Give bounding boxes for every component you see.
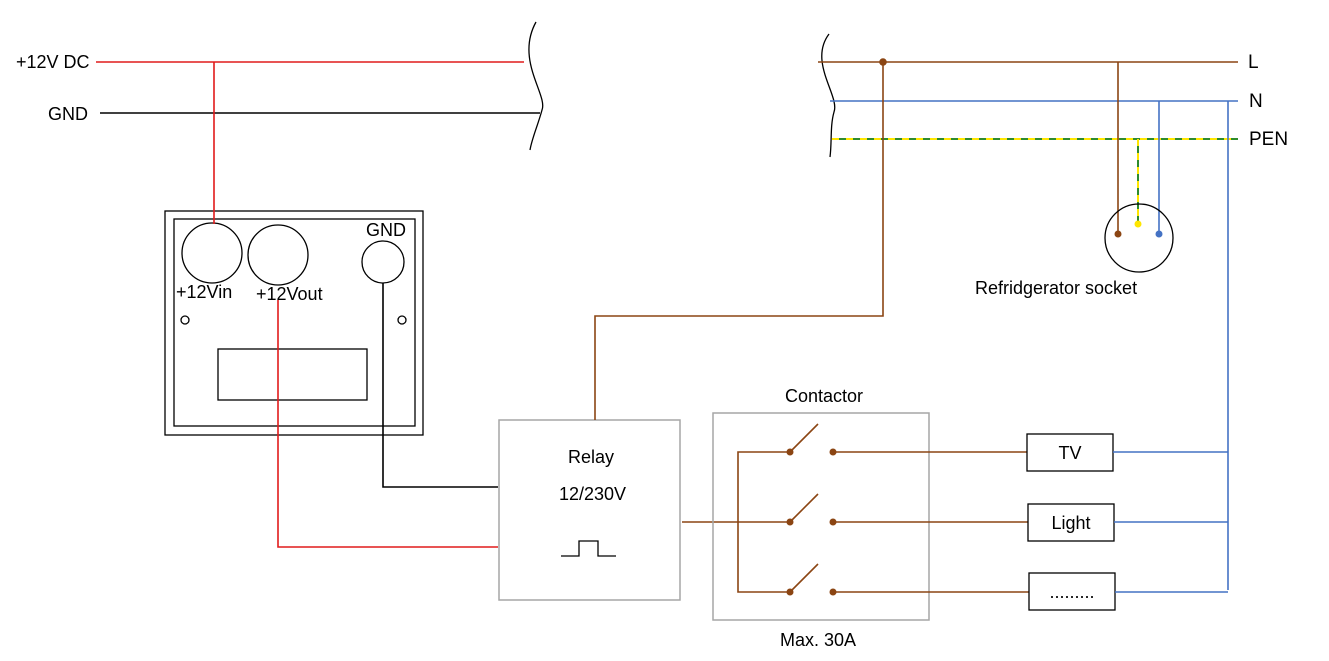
break-mark-mains [821,33,836,158]
terminal-out-label: +12Vout [256,284,323,304]
dc-positive-label: +12V DC [16,52,90,72]
load-box [1028,572,1116,611]
switch-pivot-terminal [786,518,794,526]
load-box [1027,503,1115,542]
contactor-common-bus [737,451,790,593]
mounting-hole-right [397,315,407,325]
dc-ground-label: GND [48,104,88,124]
load-label: ......... [1049,582,1094,602]
load: Light [1027,503,1228,542]
panel-device: +12Vin +12Vout GND [164,210,424,436]
relay-title: Relay [568,447,614,467]
contactor-max-label: Max. 30A [780,630,856,650]
socket-neutral-pin [1155,230,1163,238]
device-display [217,348,368,401]
mains-supply: L N PEN [818,33,1288,158]
socket-pen-pin [1134,220,1142,228]
relay-rating: 12/230V [559,484,626,504]
dc-supply: +12V DC GND [16,21,544,151]
pen-label: PEN [1249,129,1288,150]
wire-device-out-to-relay [277,300,498,548]
relay: Relay 12/230V [498,419,681,601]
contactor-switches [786,423,1029,596]
wire-device-gnd-to-relay [382,283,498,488]
device-outer-frame [164,210,424,436]
switch-group [786,563,1029,596]
load: TV [1026,433,1228,472]
contactor-box [712,412,930,621]
load-label: Light [1051,513,1090,533]
terminal-in [181,222,243,284]
switch-contact-icon [789,563,819,593]
switch-contact-icon [789,423,819,453]
load-box [1026,433,1114,472]
refrigerator-socket: Refridgerator socket [975,62,1174,298]
load-label: TV [1058,443,1081,463]
socket-live-pin [1114,230,1122,238]
terminal-gnd-label: GND [366,220,406,240]
wire-live-to-relay [594,62,884,420]
switch-group [786,493,1028,526]
terminal-in-label: +12Vin [176,282,232,302]
socket-label: Refridgerator socket [975,278,1137,298]
switch-contact-icon [789,493,819,523]
switch-group [786,423,1027,456]
terminal-out [247,224,309,286]
terminal-gnd [361,240,405,284]
contactor-title: Contactor [785,386,863,406]
switch-pivot-terminal [786,588,794,596]
pulse-icon [561,540,616,557]
break-mark-dc [528,21,544,151]
relay-box [498,419,681,601]
socket-icon [1104,203,1174,273]
device-inner-frame [173,218,416,427]
mounting-hole-left [180,315,190,325]
junction-live-relay [879,58,887,66]
live-label: L [1248,52,1259,73]
switch-pivot-terminal [786,448,794,456]
contactor: Contactor Max. 30A [712,386,930,650]
load: ......... [1028,572,1228,611]
neutral-label: N [1249,91,1263,112]
loads: TV Light......... [1026,433,1228,611]
